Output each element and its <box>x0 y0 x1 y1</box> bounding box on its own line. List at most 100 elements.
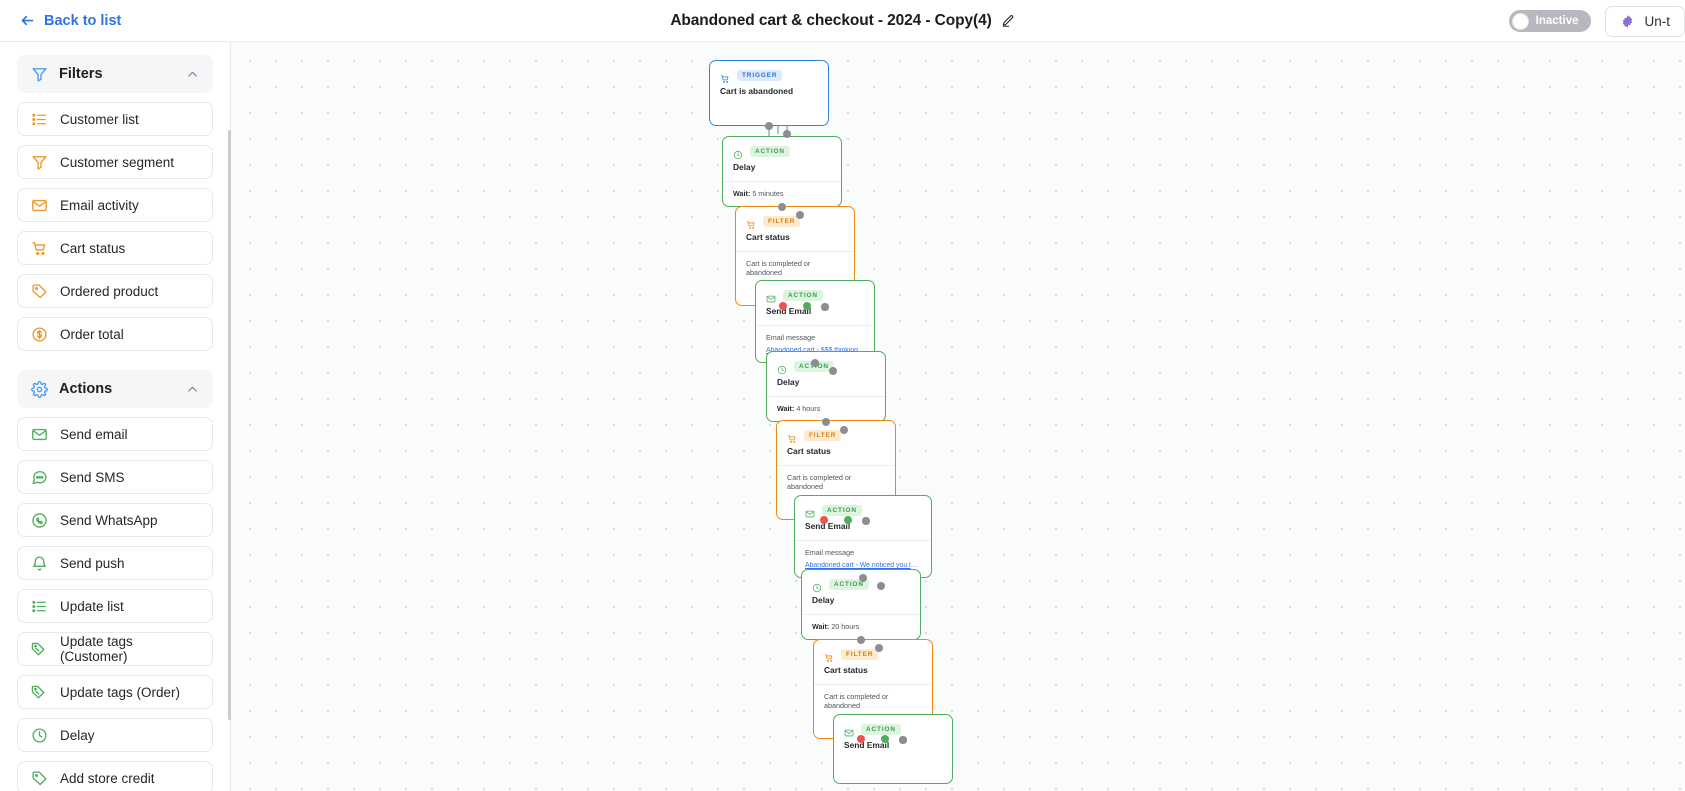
connector-handle-out[interactable] <box>764 121 774 131</box>
sidebar-item-add-store-credit[interactable]: Add store credit <box>17 761 213 791</box>
chevron-up-icon[interactable] <box>186 68 199 81</box>
connector-handle-add[interactable] <box>874 643 884 653</box>
sidebar-item-customer-segment[interactable]: Customer segment <box>17 145 213 179</box>
cart-icon <box>824 650 834 662</box>
connector-handle-add[interactable] <box>828 366 838 376</box>
node-divider <box>756 325 874 326</box>
sidebar-item-label: Ordered product <box>60 283 159 299</box>
status-toggle[interactable]: Inactive <box>1508 10 1592 32</box>
sidebar-group-spacer <box>17 351 213 370</box>
connector-handle-add[interactable] <box>795 210 805 220</box>
pencil-icon[interactable] <box>1001 14 1015 28</box>
sidebar-item-update-tags-order[interactable]: Update tags (Order) <box>17 675 213 709</box>
sidebar-item-ordered-product[interactable]: Ordered product <box>17 274 213 308</box>
envelope-icon <box>844 725 854 736</box>
filter-funnel-icon <box>32 67 47 82</box>
connector-handle-add[interactable] <box>862 517 870 525</box>
connector-handle-add[interactable] <box>782 129 792 139</box>
list-icon <box>31 111 48 128</box>
node-title: Send Email <box>805 521 851 531</box>
envelope-icon <box>32 199 47 211</box>
flow-node-trigger-n1[interactable]: TRIGGER Cart is abandoned <box>709 60 829 126</box>
cart-icon <box>720 71 730 83</box>
node-divider <box>767 396 885 397</box>
connector-handle-no[interactable] <box>778 301 788 311</box>
untemplate-button[interactable]: Un-t <box>1605 5 1685 37</box>
node-type-badge: FILTER <box>763 216 801 227</box>
envelope-icon <box>32 428 47 440</box>
node-body: Wait: 5 minutes <box>723 182 841 206</box>
connector-handle-yes[interactable] <box>843 515 853 525</box>
clock-icon <box>31 727 48 744</box>
node-body: Cart is completed or abandoned <box>777 466 895 499</box>
connector-handle-out[interactable] <box>810 358 820 368</box>
sidebar-item-update-list[interactable]: Update list <box>17 589 213 623</box>
back-to-list-button[interactable]: Back to list <box>20 13 121 29</box>
list-icon <box>31 598 48 615</box>
envelope-icon <box>31 426 48 443</box>
connector-handle-out[interactable] <box>858 573 868 583</box>
node-type-badge: TRIGGER <box>737 70 783 81</box>
node-email-template-link[interactable]: Abandoned cart - We noticed you left som… <box>805 562 921 569</box>
node-divider <box>814 684 932 685</box>
tags-icon <box>31 685 45 698</box>
sidebar-group-header-filters[interactable]: Filters <box>17 55 213 93</box>
connector-handle-no[interactable] <box>856 734 866 744</box>
sidebar-group-header-actions[interactable]: Actions <box>17 370 213 408</box>
connector-handle-out[interactable] <box>777 202 787 212</box>
connector-handle-out[interactable] <box>821 417 831 427</box>
chevron-up-icon[interactable] <box>186 383 199 396</box>
node-detail-row: Wait: 20 hours <box>812 622 910 631</box>
sidebar-item-customer-list[interactable]: Customer list <box>17 102 213 136</box>
whatsapp-icon <box>31 512 48 529</box>
connector-handle-add[interactable] <box>876 581 886 591</box>
sidebar-item-label: Cart status <box>60 240 126 256</box>
node-detail-value: 20 hours <box>831 622 860 631</box>
node-body: Cart is completed or abandoned <box>736 252 854 285</box>
node-divider <box>777 465 895 466</box>
filter-funnel-icon <box>31 154 48 171</box>
node-header: ACTION <box>767 352 885 374</box>
list-icon <box>32 600 46 612</box>
sidebar-item-send-push[interactable]: Send push <box>17 546 213 580</box>
node-header: FILTER <box>777 421 895 443</box>
connector-handle-no[interactable] <box>819 515 829 525</box>
node-title: Cart status <box>824 665 868 675</box>
top-bar: Back to list Abandoned cart & checkout -… <box>0 0 1685 42</box>
connector-handle-add[interactable] <box>821 303 829 311</box>
connector-handle-out[interactable] <box>856 635 866 645</box>
envelope-icon <box>844 729 854 736</box>
node-title: Cart is abandoned <box>720 86 794 96</box>
sidebar-item-send-sms[interactable]: Send SMS <box>17 460 213 494</box>
gear-icon <box>1623 14 1633 28</box>
connector-handle-yes[interactable] <box>880 734 890 744</box>
envelope-icon <box>766 291 776 302</box>
cart-icon <box>746 217 756 229</box>
sidebar-item-email-activity[interactable]: Email activity <box>17 188 213 222</box>
sidebar-item-update-tags-customer[interactable]: Update tags (Customer) <box>17 632 213 666</box>
dollar-circle-icon <box>32 326 47 342</box>
node-detail-label: Wait: <box>733 189 751 198</box>
sidebar-item-order-total[interactable]: Order total <box>17 317 213 351</box>
connector-handle-add[interactable] <box>899 736 907 744</box>
node-type-badge: ACTION <box>750 146 790 157</box>
sidebar-item-send-whatsapp[interactable]: Send WhatsApp <box>17 503 213 537</box>
sidebar-scrollbar[interactable] <box>228 130 232 720</box>
sidebar-item-delay[interactable]: Delay <box>17 718 213 752</box>
clock-icon <box>777 365 787 374</box>
cart-icon <box>824 653 833 662</box>
sidebar-item-cart-status[interactable]: Cart status <box>17 231 213 265</box>
connector-handle-yes[interactable] <box>802 301 812 311</box>
connector-handle-add[interactable] <box>839 425 849 435</box>
node-detail-label: Wait: <box>777 404 795 413</box>
sidebar-item-send-email[interactable]: Send email <box>17 417 213 451</box>
